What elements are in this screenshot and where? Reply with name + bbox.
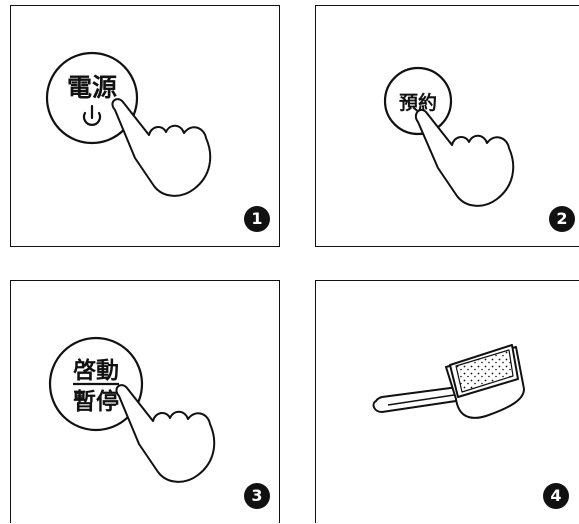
panel-4-illustration: [316, 281, 579, 524]
pause-button-label: 暫停: [73, 388, 119, 415]
pointing-hand-icon: [416, 110, 513, 206]
step-number-4: 4: [543, 483, 569, 509]
panel-2-illustration: 預約: [316, 6, 579, 248]
detergent-scoop-icon: [374, 345, 524, 418]
panel-1-illustration: 電源: [11, 6, 281, 248]
step-panel-4: 4: [315, 280, 579, 523]
start-button-label: 啓動: [73, 357, 119, 384]
step-panel-2: 預約 2: [315, 5, 579, 247]
step-panel-3: 啓動 暫停 3: [10, 280, 280, 523]
pointing-hand-icon: [112, 99, 210, 196]
step-panel-1: 電源 1: [10, 5, 280, 247]
step-number-3: 3: [244, 483, 270, 509]
power-button-label: 電源: [67, 73, 117, 102]
step-number-2: 2: [549, 206, 575, 232]
panel-3-illustration: 啓動 暫停: [11, 281, 281, 524]
step-number-1: 1: [244, 206, 270, 232]
pointing-hand-icon: [116, 385, 214, 482]
